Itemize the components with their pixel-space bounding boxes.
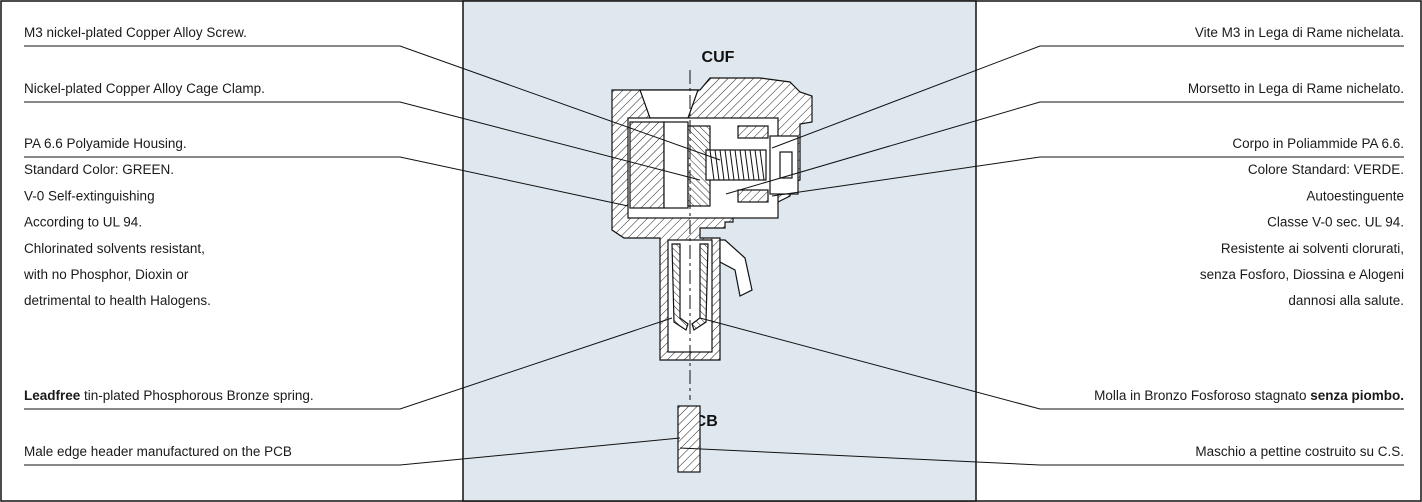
left-leader-line-5 [24, 437, 681, 466]
left-label-group: M3 nickel-plated Copper Alloy Screw. Nick… [23, 25, 314, 459]
screw-thread [709, 149, 765, 181]
clamp-plate [663, 121, 689, 209]
spring-right [691, 243, 709, 331]
right-label-3-line-6: senza Fosforo, Diossina e Alogeni [1200, 267, 1404, 282]
right-leader-line-1 [771, 45, 1404, 149]
left-leader-line-3 [24, 156, 629, 207]
guide-top [737, 125, 769, 139]
right-leader-line-5 [679, 447, 1404, 466]
right-label-4-line-1: Molla in Bronzo Fosforoso stagnato senza… [1094, 388, 1404, 403]
left-label-3-line-6: with no Phosphor, Dioxin or [23, 267, 189, 282]
screw-slot [779, 151, 793, 179]
leader-lines [24, 45, 1404, 466]
right-label-3-line-7: dannosi alla salute. [1288, 293, 1404, 308]
right-label-2-line-1: Morsetto in Lega di Rame nichelato. [1188, 81, 1404, 96]
right-leader-line-2 [725, 101, 1404, 195]
guide-bottom [737, 189, 769, 203]
right-label-3-line-1: Corpo in Poliammide PA 6.6. [1232, 136, 1404, 151]
right-leader-line-4 [699, 317, 1404, 410]
screw-recess [639, 89, 699, 119]
clamp-block [629, 121, 665, 209]
left-leader-line-1 [24, 45, 721, 161]
right-label-1-line-1: Vite M3 in Lega di Rame nichelata. [1195, 25, 1404, 40]
right-label-3-line-3: Autoestinguente [1306, 188, 1404, 203]
left-label-1-line-1: M3 nickel-plated Copper Alloy Screw. [24, 25, 247, 40]
pcb-pin [677, 405, 701, 473]
right-leader-line-3 [771, 156, 1404, 197]
left-label-3-line-3: V-0 Self-extinguishing [24, 188, 155, 203]
left-label-2-line-1: Nickel-plated Copper Alloy Cage Clamp. [24, 81, 265, 96]
latch-hook [719, 239, 753, 297]
left-label-5-line-1: Male edge header manufactured on the PCB [24, 444, 292, 459]
left-label-3-line-7: detrimental to health Halogens. [24, 293, 211, 308]
right-label-3-line-2: Colore Standard: VERDE. [1248, 162, 1404, 177]
left-label-3-line-4: According to UL 94. [24, 215, 142, 230]
right-label-group: Vite M3 in Lega di Rame nichelata. Morset… [1094, 25, 1404, 459]
left-label-3-line-1: PA 6.6 Polyamide Housing. [24, 136, 187, 151]
right-label-3-line-5: Resistente ai solventi clorurati, [1221, 241, 1404, 256]
diagram-title: CUF [702, 49, 735, 66]
left-label-3-line-2: Standard Color: GREEN. [24, 162, 174, 177]
left-leader-line-2 [24, 101, 701, 181]
right-label-5-line-1: Maschio a pettine costruito su C.S. [1195, 444, 1404, 459]
left-leader-line-4 [24, 317, 673, 410]
left-label-4-line-1: Leadfree tin-plated Phosphorous Bronze s… [24, 388, 314, 403]
right-label-3-line-4: Classe V-0 sec. UL 94. [1267, 215, 1404, 230]
spring-left [671, 243, 689, 331]
left-label-3-line-5: Chlorinated solvents resistant, [24, 241, 205, 256]
